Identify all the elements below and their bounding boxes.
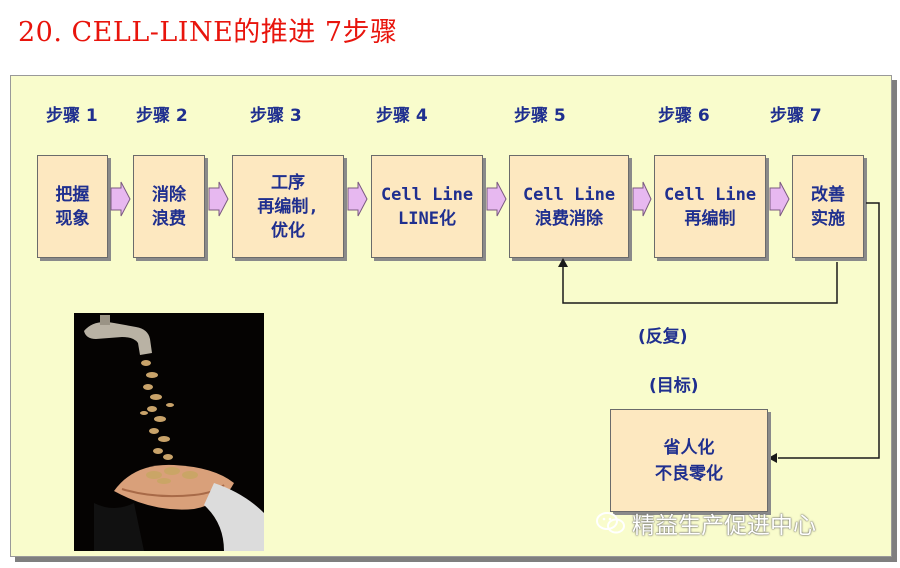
goal-line — [778, 202, 880, 459]
watermark: 精益生产促进中心 — [596, 506, 816, 540]
step-7-box: 改善 实施 — [792, 155, 864, 258]
arrow-3-4 — [347, 181, 368, 217]
arrow-2-3 — [208, 181, 229, 217]
watermark-text: 精益生产促进中心 — [632, 513, 816, 539]
step-7-label: 步骤 7 — [770, 106, 822, 126]
arrow-6-7 — [769, 181, 790, 217]
repeat-loop-line — [562, 262, 838, 304]
goal-label: (目标) — [649, 376, 699, 396]
step-4-label: 步骤 4 — [376, 106, 428, 126]
goal-arrowhead — [768, 453, 777, 463]
coins-from-tap-photo — [74, 313, 264, 551]
step-2-label: 步骤 2 — [136, 106, 188, 126]
page-title: 20. CELL-LINE的推进 7步骤 — [18, 17, 398, 48]
step-1-box: 把握 现象 — [37, 155, 108, 258]
wechat-icon — [596, 512, 625, 534]
step-4-box: Cell Line LINE化 — [371, 155, 483, 258]
repeat-loop-arrowhead — [558, 258, 568, 267]
step-1-label: 步骤 1 — [46, 106, 98, 126]
step-3-box: 工序 再编制, 优化 — [232, 155, 344, 258]
step-2-box: 消除 浪费 — [133, 155, 205, 258]
step-3-label: 步骤 3 — [250, 106, 302, 126]
arrow-5-6 — [632, 181, 652, 217]
step-5-box: Cell Line 浪费消除 — [509, 155, 629, 258]
step-6-box: Cell Line 再编制 — [654, 155, 766, 258]
goal-box: 省人化 不良零化 — [610, 409, 768, 512]
arrow-4-5 — [486, 181, 507, 217]
arrow-1-2 — [110, 181, 131, 217]
step-6-label: 步骤 6 — [658, 106, 710, 126]
step-5-label: 步骤 5 — [514, 106, 566, 126]
repeat-label: (反复) — [638, 327, 688, 347]
